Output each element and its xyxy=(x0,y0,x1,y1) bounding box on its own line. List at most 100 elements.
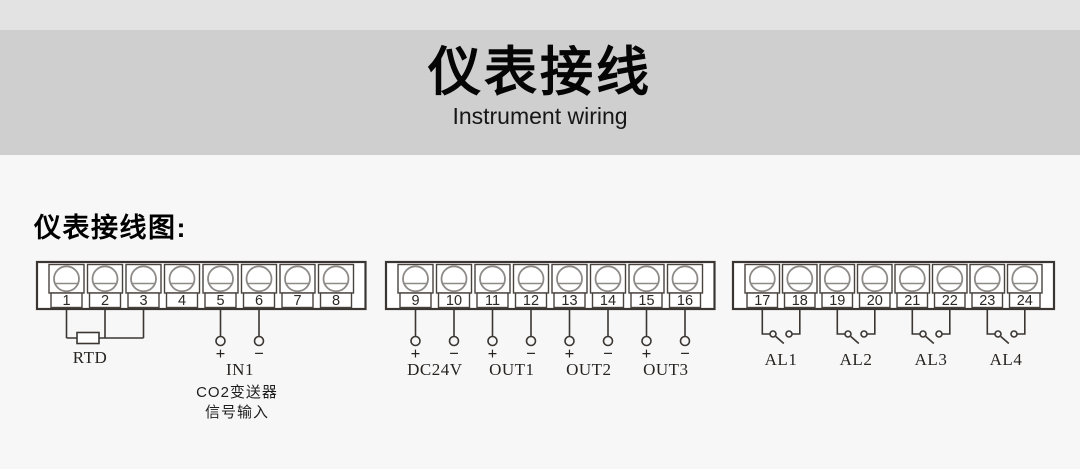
terminal-cell: 3 xyxy=(125,263,162,309)
contact-node xyxy=(935,330,943,338)
terminal-cell: 22 xyxy=(931,263,968,309)
screw-icon xyxy=(633,265,660,293)
screw-icon xyxy=(91,265,119,293)
terminal-block-3: 17 18 19 20 xyxy=(731,260,1056,369)
terminal-block-body xyxy=(384,260,716,311)
terminal-cell: 8 xyxy=(317,263,355,309)
wire xyxy=(911,309,920,335)
wire xyxy=(942,309,951,335)
alarm-contact-switch: AL4 xyxy=(986,309,1026,369)
screw-icon xyxy=(479,265,506,293)
terminal-number: 5 xyxy=(216,293,224,309)
terminal-block-2: 9 10 11 12 xyxy=(384,260,716,379)
contact-node xyxy=(769,330,777,338)
terminal-number: 13 xyxy=(561,293,577,309)
contact-node xyxy=(844,330,852,338)
wire xyxy=(986,309,995,335)
wire-terminal-node xyxy=(410,335,421,347)
wire xyxy=(867,309,876,335)
terminal-block-body xyxy=(35,260,367,311)
screw-icon xyxy=(748,265,776,293)
terminal-cell: 4 xyxy=(163,263,201,309)
in1-desc-line1: CO2变送器 xyxy=(196,384,278,401)
screw-icon xyxy=(130,265,157,293)
terminal-cell: 14 xyxy=(589,263,627,309)
section-title: 仪表接线图: xyxy=(34,213,187,243)
terminal-number: 11 xyxy=(485,293,500,309)
wire xyxy=(792,309,801,335)
al1-label: AL1 xyxy=(765,350,798,369)
wire-terminal-node xyxy=(487,335,498,347)
terminal-cell: 7 xyxy=(279,263,316,309)
terminal-cell: 17 xyxy=(744,263,781,309)
switch-blade-icon xyxy=(775,335,785,345)
screw-icon xyxy=(786,265,814,293)
in1-label: IN1 xyxy=(226,360,254,379)
screw-icon xyxy=(671,265,699,293)
terminal-number: 10 xyxy=(446,293,462,309)
screw-icon xyxy=(245,265,273,293)
terminal-cell: 1 xyxy=(48,263,85,309)
al2-label: AL2 xyxy=(840,350,873,369)
terminal-number: 17 xyxy=(754,293,770,309)
terminal-cell: 19 xyxy=(819,263,856,309)
wire-terminal-node xyxy=(641,335,652,347)
screw-icon xyxy=(861,265,889,293)
polarity-plus: + xyxy=(642,344,652,363)
switch-blade-icon xyxy=(925,335,935,345)
terminal-number: 14 xyxy=(600,293,616,309)
wire-terminal-node xyxy=(564,335,575,347)
screw-icon xyxy=(823,265,851,293)
terminal-cell: 5 xyxy=(202,263,239,309)
in1-desc-line2: 信号输入 xyxy=(205,404,269,421)
terminal-number: 6 xyxy=(255,293,263,309)
screw-icon xyxy=(53,265,80,293)
terminal-block-body xyxy=(731,260,1056,311)
screw-icon xyxy=(322,265,350,293)
terminal-number: 19 xyxy=(829,293,845,309)
terminal-cell: 6 xyxy=(240,263,278,309)
terminal-cell: 16 xyxy=(666,263,704,309)
terminal-number: 23 xyxy=(979,293,995,309)
wire-terminal-node xyxy=(679,335,691,347)
rtd-resistor-icon xyxy=(76,331,100,345)
rtd-label: RTD xyxy=(73,348,107,367)
terminal-cell: 12 xyxy=(512,263,550,309)
polarity-minus: − xyxy=(603,344,613,363)
alarm-contact-switch: AL3 xyxy=(911,309,951,369)
alarm-contact-switch: AL2 xyxy=(836,309,876,369)
terminal-number: 2 xyxy=(101,293,109,309)
terminal-cell: 10 xyxy=(435,263,473,309)
terminal-cell: 15 xyxy=(628,263,665,309)
polarity-plus: + xyxy=(216,344,226,363)
terminal-number: 16 xyxy=(677,293,693,309)
screw-icon xyxy=(594,265,622,293)
wire-terminal-node xyxy=(215,335,226,347)
screw-icon xyxy=(284,265,311,293)
alarm-contact-switch: AL1 xyxy=(761,309,801,369)
terminal-number: 9 xyxy=(411,293,419,309)
terminal-number: 3 xyxy=(139,293,147,309)
contact-node xyxy=(919,330,927,338)
polarity-plus: + xyxy=(411,344,421,363)
wire-terminal-node xyxy=(253,335,265,347)
screw-icon xyxy=(556,265,583,293)
wire xyxy=(836,309,845,335)
terminal-number: 12 xyxy=(523,293,539,309)
polarity-minus: − xyxy=(449,344,459,363)
terminal-cell: 20 xyxy=(856,263,893,309)
dc24v-label: DC24V xyxy=(407,360,463,379)
screw-icon xyxy=(168,265,196,293)
screw-icon xyxy=(936,265,964,293)
al3-label: AL3 xyxy=(915,350,948,369)
al4-label: AL4 xyxy=(990,350,1023,369)
header-top-strip xyxy=(0,0,1080,30)
terminal-cell: 9 xyxy=(397,263,434,309)
wire-terminal-node xyxy=(525,335,537,347)
header-band: 仪表接线 Instrument wiring xyxy=(0,30,1080,155)
terminal-number: 20 xyxy=(867,293,883,309)
polarity-plus: + xyxy=(488,344,498,363)
screw-icon xyxy=(402,265,429,293)
contact-node xyxy=(1010,330,1018,338)
